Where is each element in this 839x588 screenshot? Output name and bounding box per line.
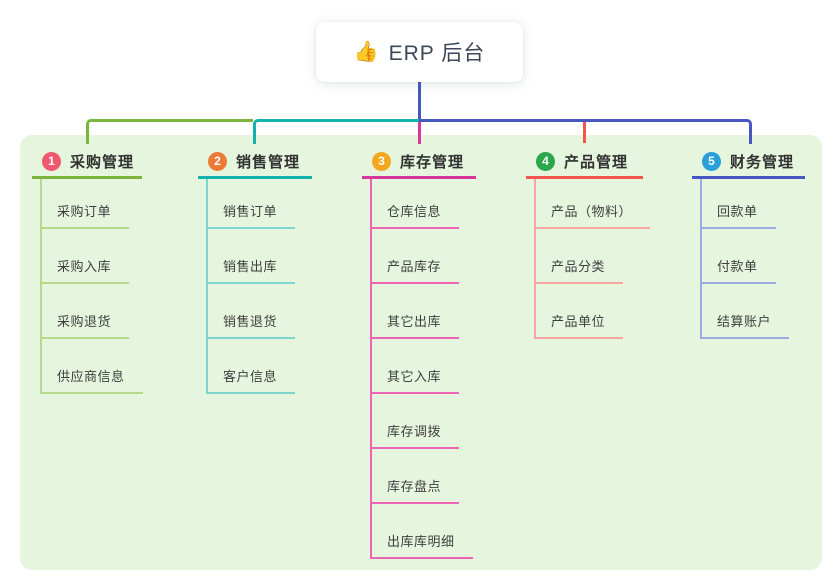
child-node[interactable]: 产品单位 — [534, 308, 624, 339]
branch-number-badge: 3 — [372, 151, 391, 171]
branch-node[interactable]: 1 采购管理 — [32, 146, 142, 179]
child-node[interactable]: 库存调拨 — [370, 418, 460, 449]
branch-node[interactable]: 3 库存管理 — [362, 146, 476, 179]
branch-connector-line — [534, 179, 536, 339]
child-node[interactable]: 结算账户 — [700, 308, 790, 339]
branch-title: 财务管理 — [730, 153, 795, 171]
child-node[interactable]: 回款单 — [700, 198, 776, 229]
child-node[interactable]: 产品分类 — [534, 253, 624, 284]
child-node[interactable]: 产品库存 — [370, 253, 460, 284]
child-label: 供应商信息 — [57, 369, 125, 384]
branch-node[interactable]: 4 产品管理 — [526, 146, 643, 179]
child-node[interactable]: 销售订单 — [206, 198, 296, 229]
child-label: 其它出库 — [387, 314, 442, 329]
branch-title: 库存管理 — [400, 153, 465, 171]
child-node[interactable]: 付款单 — [700, 253, 776, 284]
thumbs-up-icon: 👍 — [353, 41, 379, 63]
child-label: 产品分类 — [551, 259, 606, 274]
child-node[interactable]: 其它入库 — [370, 363, 460, 394]
child-label: 采购订单 — [57, 204, 112, 219]
child-label: 其它入库 — [387, 369, 442, 384]
branch-2-elbow-line — [253, 119, 419, 144]
child-label: 销售退货 — [223, 314, 278, 329]
child-label: 回款单 — [717, 204, 758, 219]
root-stem-line — [418, 82, 421, 122]
child-label: 仓库信息 — [387, 204, 442, 219]
branch-3-drop-line — [418, 122, 421, 144]
child-node[interactable]: 销售出库 — [206, 253, 296, 284]
child-node[interactable]: 客户信息 — [206, 363, 296, 394]
branch-number-badge: 4 — [536, 151, 555, 171]
child-label: 客户信息 — [223, 369, 278, 384]
child-node[interactable]: 库存盘点 — [370, 473, 460, 504]
branch-connector-line — [700, 179, 702, 339]
child-label: 出库库明细 — [387, 534, 455, 549]
branch-title: 采购管理 — [70, 153, 135, 171]
child-node[interactable]: 其它出库 — [370, 308, 460, 339]
branch-1-elbow-line — [86, 119, 253, 144]
child-label: 产品单位 — [551, 314, 606, 329]
branch-title: 产品管理 — [564, 153, 629, 171]
child-label: 采购入库 — [57, 259, 112, 274]
branch-5-elbow-line — [419, 119, 752, 144]
child-label: 库存调拨 — [387, 424, 442, 439]
branch-number-badge: 2 — [208, 151, 227, 171]
child-label: 库存盘点 — [387, 479, 442, 494]
child-node[interactable]: 采购订单 — [40, 198, 130, 229]
branch-title: 销售管理 — [236, 153, 301, 171]
root-node[interactable]: 👍 ERP 后台 — [316, 22, 523, 82]
child-node[interactable]: 销售退货 — [206, 308, 296, 339]
branch-4-drop-line — [583, 122, 586, 143]
branches-panel — [20, 135, 822, 570]
child-label: 销售订单 — [223, 204, 278, 219]
child-label: 产品（物料） — [551, 204, 633, 219]
child-label: 产品库存 — [387, 259, 442, 274]
root-title: ERP 后台 — [388, 42, 486, 65]
branch-node[interactable]: 2 销售管理 — [198, 146, 312, 179]
child-node[interactable]: 供应商信息 — [40, 363, 143, 394]
branch-number-badge: 5 — [702, 151, 721, 171]
branch-connector-line — [370, 179, 372, 559]
child-label: 采购退货 — [57, 314, 112, 329]
child-node[interactable]: 产品（物料） — [534, 198, 651, 229]
branch-number-badge: 1 — [42, 151, 61, 171]
child-label: 销售出库 — [223, 259, 278, 274]
child-node[interactable]: 出库库明细 — [370, 528, 473, 559]
branch-connector-line — [206, 179, 208, 394]
child-node[interactable]: 采购入库 — [40, 253, 130, 284]
branch-connector-line — [40, 179, 42, 394]
child-label: 结算账户 — [717, 314, 772, 329]
child-label: 付款单 — [717, 259, 758, 274]
child-node[interactable]: 仓库信息 — [370, 198, 460, 229]
branch-node[interactable]: 5 财务管理 — [692, 146, 805, 179]
child-node[interactable]: 采购退货 — [40, 308, 130, 339]
